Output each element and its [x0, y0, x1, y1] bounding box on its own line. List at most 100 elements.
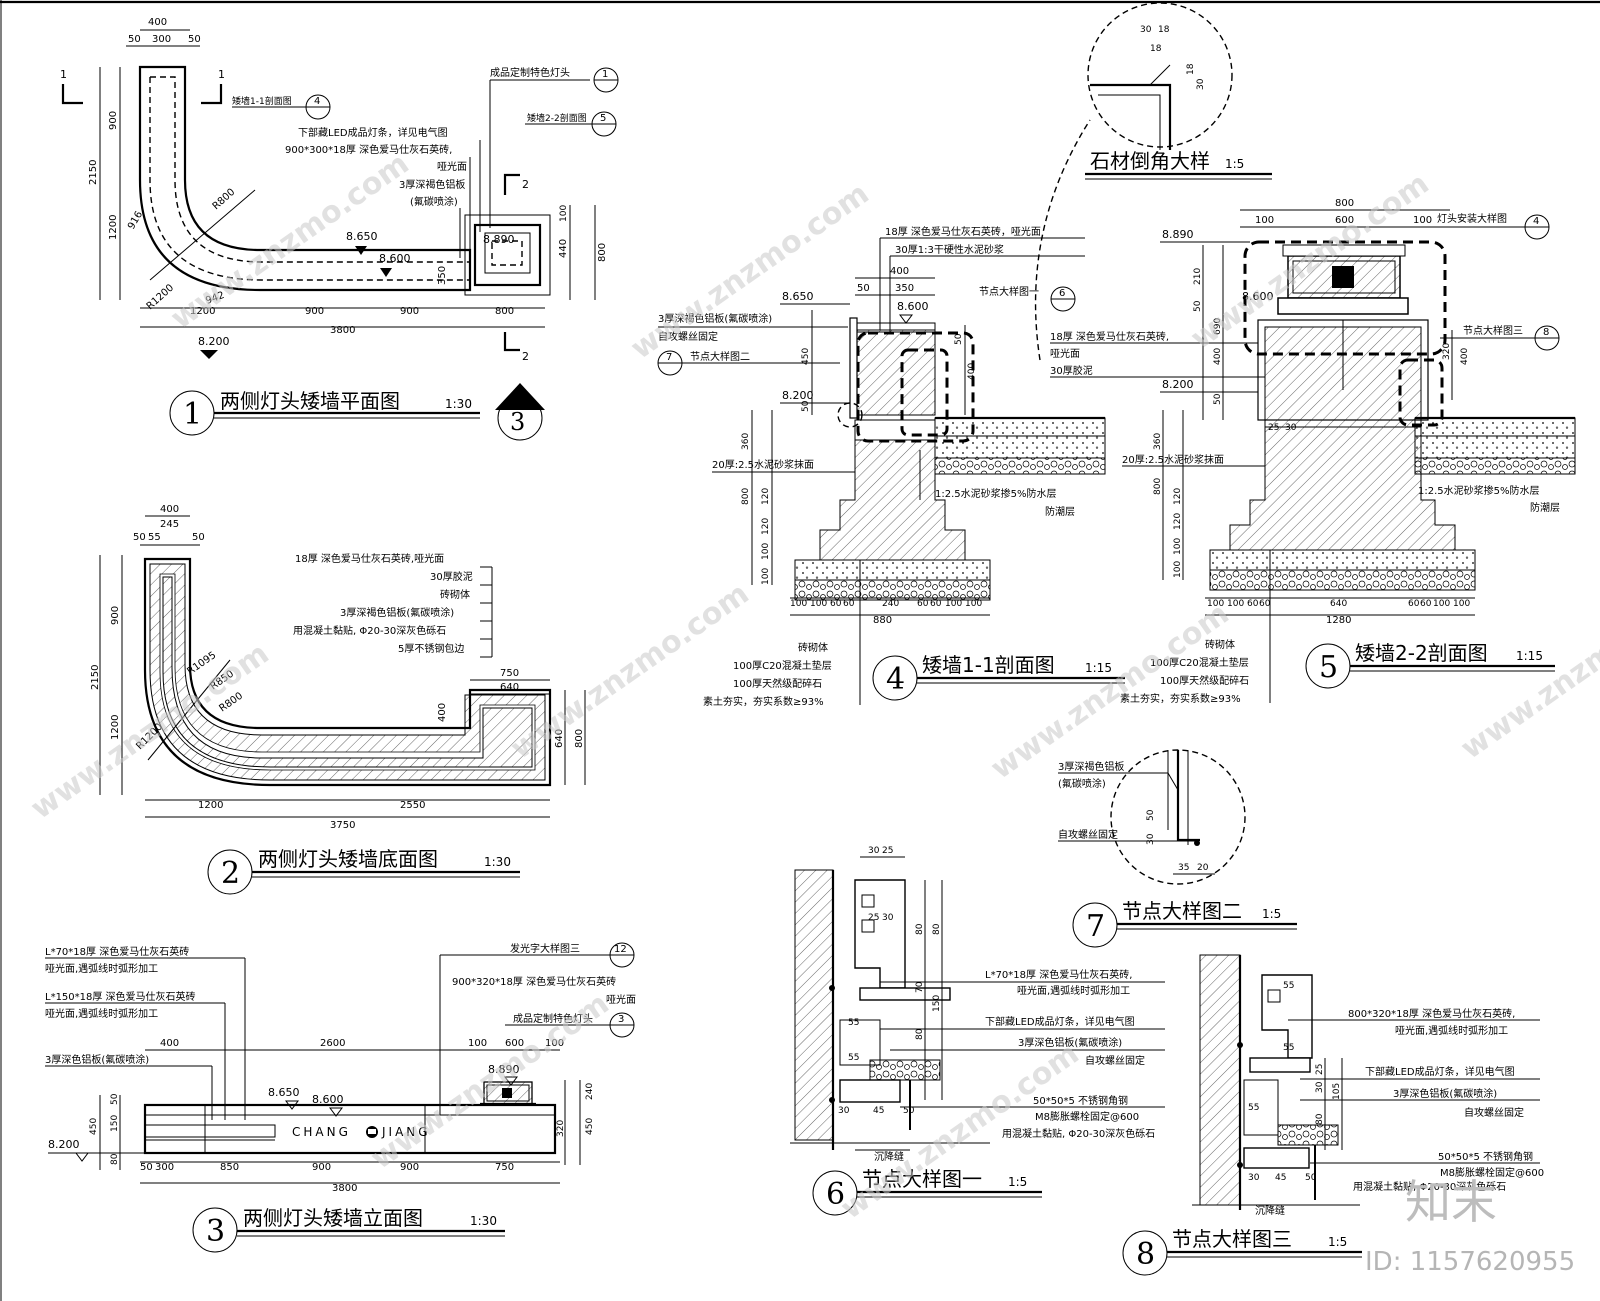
note: 下部藏LED成品灯条，详见电气图 [1365, 1065, 1515, 1078]
dim-text: 600 [505, 1038, 524, 1049]
note: 节点大样图二 [690, 350, 750, 363]
dim-text: 450 [801, 348, 811, 365]
dim-text: 100 [545, 1038, 564, 1049]
note: 3厚深褐色铝板(氟碳喷涂) [658, 312, 772, 325]
drawing-5-section: 800 100 600 100 灯头安装大样图 4 8.890 8.600 8.… [1050, 198, 1576, 705]
dim-text: 30 [1196, 78, 1206, 90]
dim-text: 100 [1453, 599, 1470, 609]
lamp-head-icon [480, 1081, 536, 1106]
dim-text: 100 [1255, 215, 1274, 226]
dim-text: 50 [801, 400, 811, 412]
cut-mark: 1 [218, 68, 225, 81]
brand-text: JIANG [381, 1125, 431, 1139]
drawing-number: 4 [886, 662, 905, 697]
level: 8.600 [897, 300, 929, 313]
callout-num: 7 [666, 352, 672, 363]
dim-text: 100 [810, 599, 827, 609]
note: 沉降缝 [874, 1150, 904, 1163]
dim-text: 25 [882, 846, 893, 856]
callout-num: 4 [1533, 216, 1539, 227]
drawing-title: 矮墙1-1剖面图 [922, 653, 1055, 677]
brand-text: CHANG [292, 1125, 351, 1139]
dim-text: 55 [848, 1053, 859, 1063]
note: (氟碳喷涂) [410, 195, 458, 208]
dim-text: 50 [128, 34, 141, 45]
lamp-head-icon [1277, 244, 1409, 315]
dim-text: 900 [400, 1162, 419, 1173]
dim-text: 60 [1259, 599, 1271, 609]
note: 发光字大样图三 [510, 942, 580, 955]
dim-total: 3800 [330, 325, 355, 336]
dim-text: 900 [110, 606, 121, 625]
dim-text: 400 [967, 363, 977, 380]
dim-text: 640 [1330, 599, 1347, 609]
note: 矮墙1-1剖面图 [232, 95, 292, 107]
drawing-number: 8 [1136, 1237, 1155, 1272]
note: 砖砌体 [1205, 638, 1235, 651]
dim-total: 880 [873, 615, 892, 626]
dim-text: 900 [400, 306, 419, 317]
dim-text: 50 [954, 333, 964, 345]
note: 100厚天然级配碎石 [733, 677, 822, 690]
note: 哑光面,遇弧线时弧形加工 [45, 962, 158, 975]
callout-num: 3 [618, 1014, 624, 1025]
drawing-title: 节点大样图一 [862, 1167, 982, 1191]
dim-text: 50 [140, 1162, 153, 1173]
dim-text: 80 [932, 923, 942, 935]
dim-text: 18 [1186, 63, 1196, 75]
drawing-title: 两侧灯头矮墙立面图 [243, 1206, 423, 1230]
dim-text: 55 [1248, 1103, 1259, 1113]
note: L*70*18厚 深色爱马仕灰石英砖, [985, 968, 1132, 981]
dim-text: 800 [1335, 198, 1354, 209]
dim-text: 60 [917, 599, 929, 609]
dim-text: 400 [437, 703, 448, 722]
note: 3厚深褐色铝板(氟碳喷涂) [340, 606, 454, 619]
dim-text: 55 [1283, 981, 1294, 991]
drawing-2-bottom: 400 245 50 55 50 2150 900 1200 R1095 R85… [90, 504, 586, 895]
note: 50*50*5 不锈钢角钢 [1033, 1094, 1128, 1107]
note: 防潮层 [1045, 505, 1075, 518]
dim-text: 50 [188, 34, 201, 45]
drawing-scale: 1:5 [1328, 1235, 1347, 1249]
drawing-3-elevation: L*70*18厚 深色爱马仕灰石英砖 哑光面,遇弧线时弧形加工 L*150*18… [45, 942, 636, 1253]
dim-text: 45 [1275, 1173, 1286, 1183]
note: M8膨胀螺栓固定@600 [1035, 1110, 1139, 1123]
dim-total: 3750 [330, 820, 355, 831]
drawing-scale: 1:5 [1008, 1175, 1027, 1189]
dim-text: 350 [895, 283, 914, 294]
dim-text: 120 [1173, 513, 1183, 530]
dim-text: 300 [152, 34, 171, 45]
note: 800*320*18厚 深色爱马仕灰石英砖, [1348, 1007, 1515, 1020]
dim-text: 25 [1315, 1064, 1325, 1075]
note: 100厚C20混凝土垫层 [1150, 656, 1249, 669]
dim-text: 100 [761, 543, 771, 560]
level: 8.200 [782, 389, 814, 402]
dim-text: 2600 [320, 1038, 345, 1049]
dim-text: 55 [148, 532, 161, 543]
callout-num: 6 [1059, 288, 1065, 299]
dim-text: 400 [890, 266, 909, 277]
dim-text: 100 [1173, 561, 1183, 578]
drawing-scale: 1:15 [1516, 649, 1543, 663]
dim-text: 450 [585, 1118, 595, 1135]
dim-text: 1200 [110, 715, 121, 740]
note: 18厚 深色爱马仕灰石英砖，哑光面 [885, 225, 1041, 238]
note: 哑光面,遇弧线时弧形加工 [45, 1007, 158, 1020]
dim-text: 30 [1248, 1173, 1260, 1183]
dim-text: 30 [868, 846, 880, 856]
dim-text: 400 [1213, 348, 1223, 365]
dim-text: 800 [597, 243, 608, 262]
callout-num: 5 [600, 113, 606, 124]
drawing-number: 2 [221, 856, 240, 891]
dim-text: 25 [1268, 423, 1279, 433]
dim-text: 800 [1153, 478, 1163, 495]
dim-text: 100 [761, 568, 771, 585]
note: 防潮层 [1530, 501, 1560, 514]
drawing-title: 节点大样图三 [1172, 1227, 1292, 1251]
callout-num: 1 [602, 69, 608, 80]
dim-text: 850 [220, 1162, 239, 1173]
dim-text: 2150 [90, 665, 101, 690]
note: 素土夯实，夯实系数≥93% [703, 695, 824, 708]
note: 20厚:2.5水泥砂浆抹面 [1122, 453, 1224, 466]
drawing-scale: 1:30 [445, 397, 472, 411]
